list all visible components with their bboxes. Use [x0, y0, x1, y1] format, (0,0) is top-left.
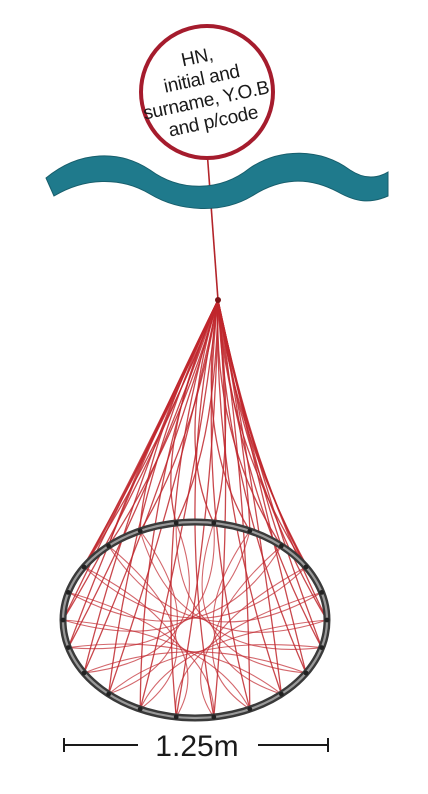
- dimension-bar: 1.25m: [63, 730, 329, 763]
- id-tag: HN, initial and surname, Y.O.B and p/cod…: [139, 24, 275, 160]
- net-mesh: [62, 299, 328, 718]
- hoop-knots: [60, 297, 330, 720]
- tag-cord: [206, 149, 219, 301]
- dimension-label: 1.25m: [155, 730, 238, 763]
- water-wave: [45, 152, 389, 210]
